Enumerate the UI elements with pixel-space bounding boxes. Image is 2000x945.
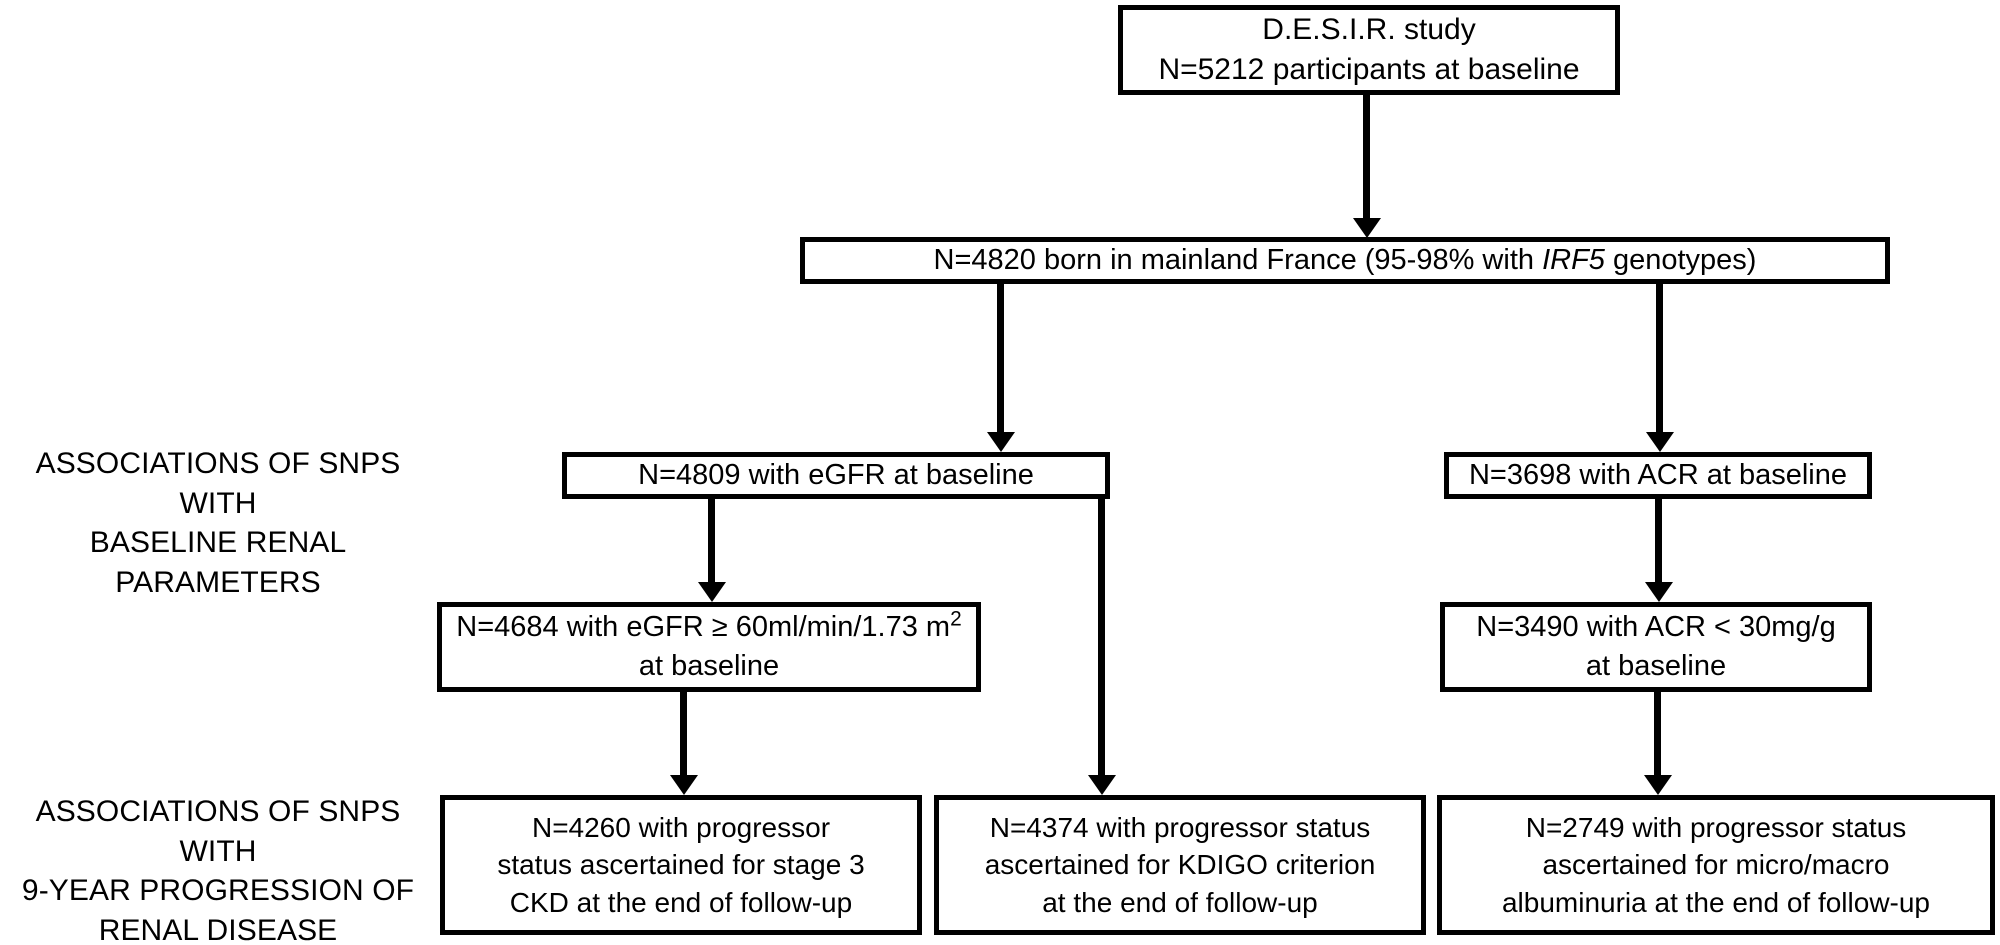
node-desir-study-line1: D.E.S.I.R. study <box>1262 12 1476 46</box>
node-progressor-albuminuria-line1: N=2749 with progressor status <box>1525 811 1907 843</box>
node-egfr-baseline: N=4809 with eGFR at baseline <box>562 452 1110 499</box>
node-mainland-france-post: genotypes) <box>1604 244 1757 277</box>
superscript-two: 2 <box>950 607 962 631</box>
side-label-progression-line1: ASSOCIATIONS OF SNPS WITH <box>35 795 401 868</box>
side-label-progression-line3: RENAL DISEASE <box>98 913 338 945</box>
edge-egfr-to-egfr60-line <box>708 499 715 584</box>
side-label-progression-line2: 9-YEAR PROGRESSION OF <box>21 874 415 908</box>
node-acr-baseline-text: N=3698 with ACR at baseline <box>1468 459 1848 492</box>
node-progressor-albuminuria-line2: ascertained for micro/macro <box>1542 849 1890 881</box>
node-progressor-kdigo: N=4374 with progressor status ascertaine… <box>934 795 1426 935</box>
edge-france-to-acr-arrowhead <box>1646 432 1674 452</box>
side-label-baseline-line1: ASSOCIATIONS OF SNPS WITH <box>35 447 401 520</box>
edge-egfr-to-kdigo-line <box>1098 499 1105 777</box>
node-egfr-baseline-text: N=4809 with eGFR at baseline <box>638 459 1034 492</box>
side-label-baseline-line2: BASELINE RENAL PARAMETERS <box>89 526 347 599</box>
node-progressor-albuminuria-line3: albuminuria at the end of follow-up <box>1501 886 1931 918</box>
edge-acr-to-acr30-arrowhead <box>1645 582 1673 602</box>
edge-egfr-to-kdigo-arrowhead <box>1088 775 1116 795</box>
node-mainland-france-pre: N=4820 born in mainland France (95-98% w… <box>933 244 1543 277</box>
edge-egfr-to-egfr60-arrowhead <box>698 582 726 602</box>
side-label-nine-year-progression: ASSOCIATIONS OF SNPS WITH 9-YEAR PROGRES… <box>8 792 428 945</box>
node-egfr-ge-60-post: at baseline <box>638 650 780 682</box>
edge-acr-to-acr30-line <box>1655 499 1662 584</box>
node-progressor-kdigo-line2: ascertained for KDIGO criterion <box>984 849 1376 881</box>
edge-egfr60-to-ckd-line <box>680 692 687 777</box>
node-progressor-stage3-ckd-line1: N=4260 with progressor <box>531 811 831 843</box>
node-desir-study: D.E.S.I.R. study N=5212 participants at … <box>1118 5 1620 95</box>
node-progressor-kdigo-line1: N=4374 with progressor status <box>989 811 1371 843</box>
edge-desir-to-france-arrowhead <box>1353 218 1381 238</box>
gene-name-irf5: IRF5 <box>1542 244 1605 277</box>
node-progressor-stage3-ckd-line2: status ascertained for stage 3 <box>497 849 865 881</box>
node-egfr-ge-60: N=4684 with eGFR ≥ 60ml/min/1.73 m2 at b… <box>437 602 981 692</box>
node-acr-baseline: N=3698 with ACR at baseline <box>1444 452 1872 499</box>
node-progressor-stage3-ckd: N=4260 with progressor status ascertaine… <box>440 795 922 935</box>
node-egfr-ge-60-pre: N=4684 with eGFR ≥ 60ml/min/1.73 m <box>456 611 951 644</box>
edge-acr30-to-albuminuria-line <box>1654 692 1661 777</box>
node-acr-lt-30-line2: at baseline <box>1585 650 1727 682</box>
node-progressor-kdigo-line3: at the end of follow-up <box>1042 886 1318 918</box>
side-label-baseline-renal-parameters: ASSOCIATIONS OF SNPS WITH BASELINE RENAL… <box>8 444 428 602</box>
node-progressor-albuminuria: N=2749 with progressor status ascertaine… <box>1437 795 1995 935</box>
node-acr-lt-30: N=3490 with ACR < 30mg/g at baseline <box>1440 602 1872 692</box>
edge-egfr60-to-ckd-arrowhead <box>670 775 698 795</box>
edge-france-to-acr-line <box>1656 284 1663 434</box>
edge-acr30-to-albuminuria-arrowhead <box>1644 775 1672 795</box>
node-progressor-stage3-ckd-line3: CKD at the end of follow-up <box>509 886 853 918</box>
edge-france-to-egfr-arrowhead <box>987 432 1015 452</box>
edge-desir-to-france-line <box>1363 95 1370 220</box>
node-acr-lt-30-line1: N=3490 with ACR < 30mg/g <box>1476 611 1836 644</box>
node-desir-study-line2: N=5212 participants at baseline <box>1158 53 1580 86</box>
node-mainland-france: N=4820 born in mainland France (95-98% w… <box>800 237 1890 284</box>
edge-france-to-egfr-line <box>997 284 1004 434</box>
